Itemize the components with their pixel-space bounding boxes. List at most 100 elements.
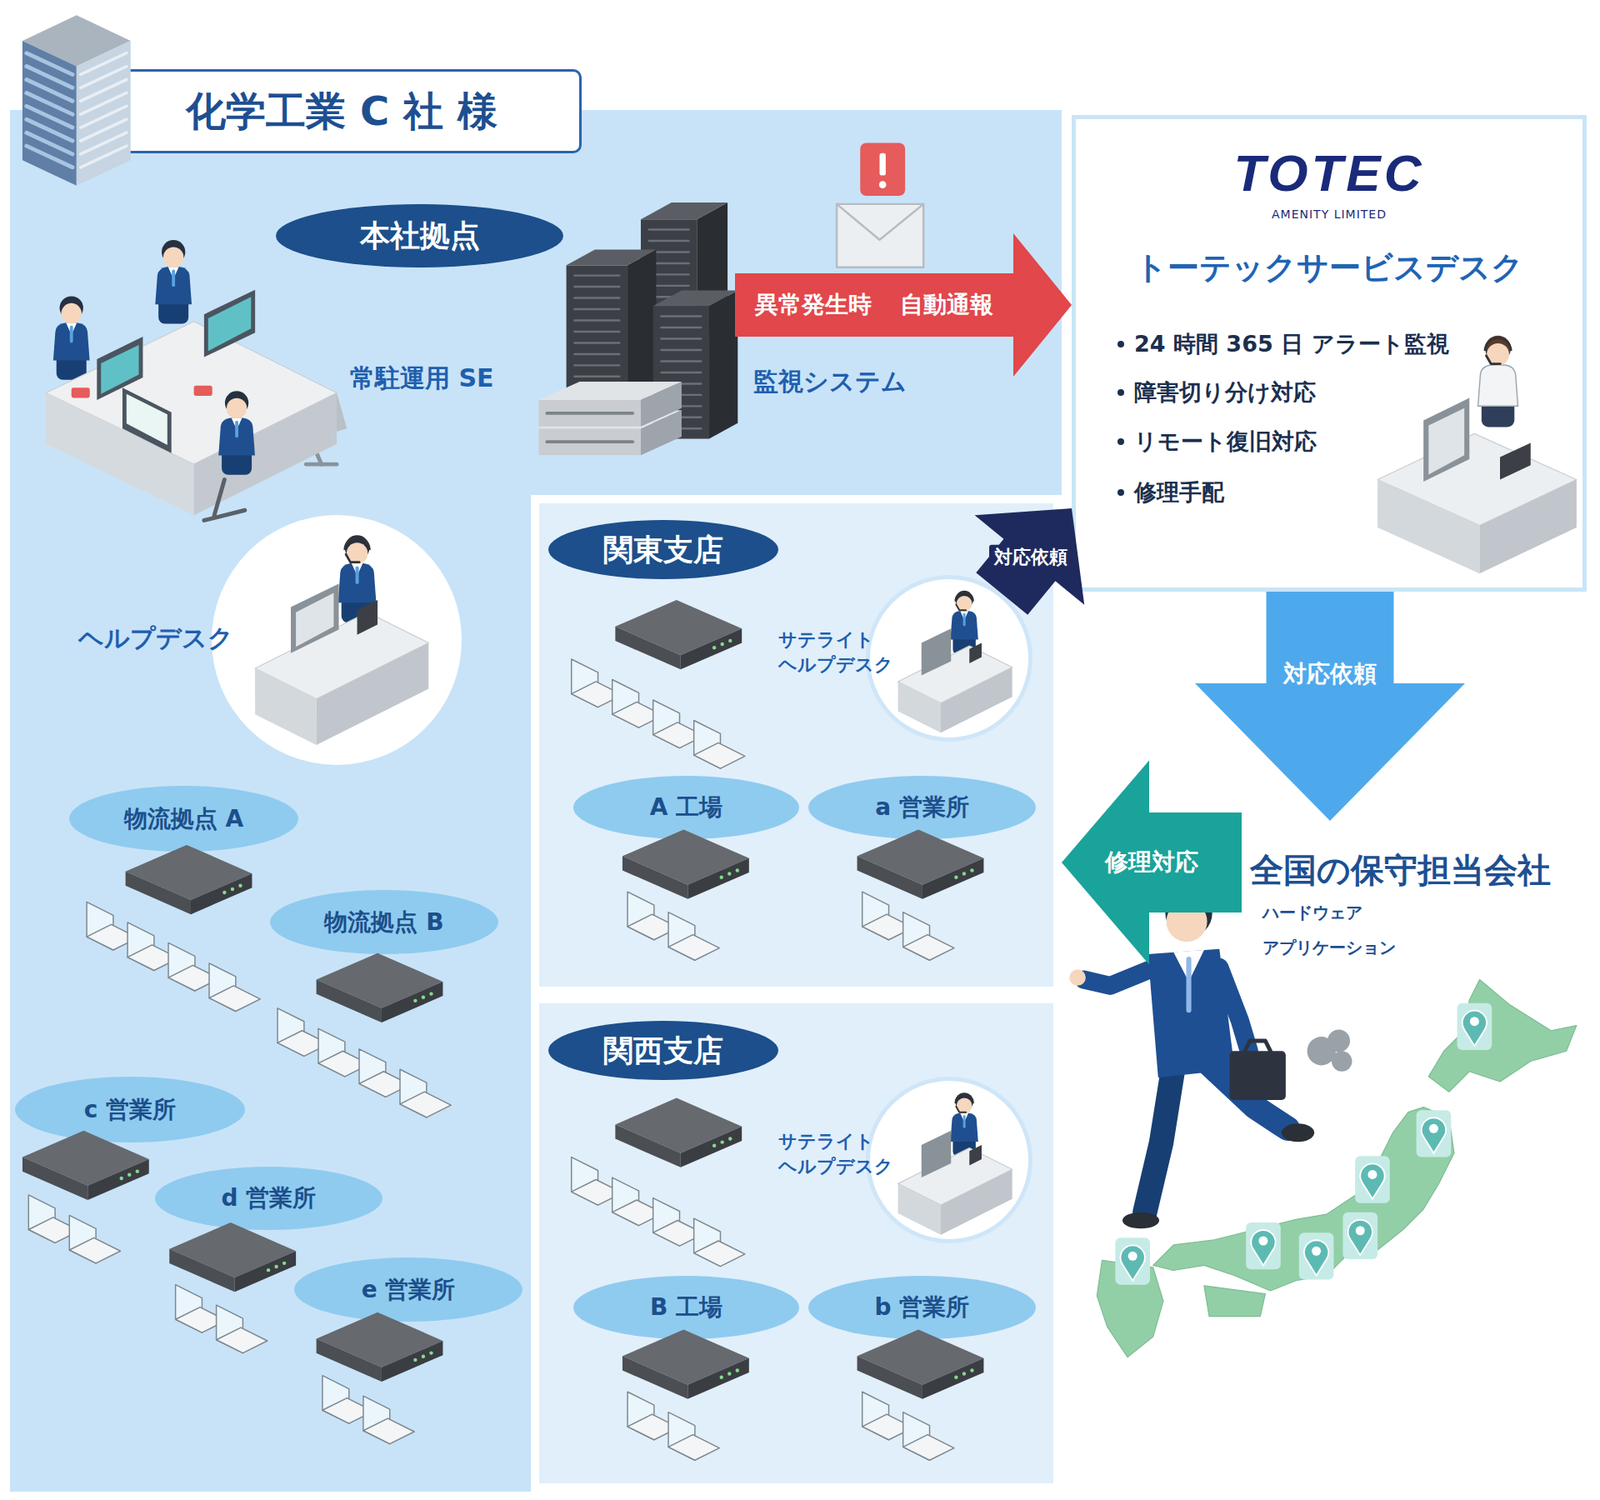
network-switch-side	[687, 1358, 749, 1400]
connector-arrow	[1061, 760, 1242, 965]
server-slot	[660, 427, 701, 430]
edge-label-holder: 対応依頼	[1278, 658, 1382, 690]
person-hair	[345, 535, 370, 560]
person-arm	[1219, 967, 1250, 1051]
map-pin	[1421, 1117, 1446, 1153]
status-led	[720, 1140, 724, 1144]
network-switch-top	[316, 1312, 444, 1368]
monitor	[921, 1130, 952, 1178]
server-slot	[649, 273, 690, 275]
server-slot	[574, 308, 620, 310]
chair-seat	[295, 392, 347, 441]
network-switch-side	[615, 1124, 680, 1167]
server-slot	[574, 386, 620, 389]
site-ellipse: a 営業所	[808, 775, 1036, 840]
envelope	[836, 204, 924, 268]
text-holder: ハードウェア	[1262, 902, 1363, 923]
envelope-flap	[836, 204, 924, 240]
server-slot	[649, 318, 690, 320]
site-ellipse: e 営業所	[294, 1257, 523, 1322]
laptop-screen	[627, 891, 655, 940]
network-switch-side	[922, 1358, 984, 1400]
map-pin	[1250, 1230, 1275, 1265]
laptop-base	[318, 1050, 370, 1077]
monitor	[96, 336, 143, 400]
map-pin	[1462, 1010, 1487, 1046]
text-holder: TOTEC	[1075, 142, 1583, 205]
person-tie	[1185, 959, 1191, 1010]
network-switch-top	[622, 830, 750, 885]
site-ellipse: B 工場	[573, 1275, 800, 1340]
laptop-base	[668, 935, 720, 961]
laptop-base	[216, 1327, 268, 1354]
desk-side	[255, 668, 316, 745]
helpdesk-circle: ヘルプデスク	[211, 515, 462, 765]
building-window	[26, 53, 73, 75]
headset	[1485, 338, 1511, 351]
server-slot	[649, 250, 690, 253]
network-switch-side	[235, 1250, 296, 1292]
branch-panel: 関東支店サテライト ヘルプデスクA 工場a 営業所	[530, 495, 1062, 995]
person-figure	[1478, 335, 1519, 428]
monitor-screen	[208, 296, 251, 351]
laptop-base	[400, 1091, 451, 1118]
monitor-screen	[295, 592, 334, 647]
status-led	[282, 1261, 286, 1265]
laptop-base	[571, 681, 623, 708]
map-pin-dot	[1470, 1016, 1480, 1026]
map-pin-dot	[1311, 1246, 1321, 1256]
server-slot	[574, 319, 620, 321]
laptop-screen	[653, 1198, 680, 1247]
status-led	[413, 1358, 417, 1362]
map-island	[1096, 1260, 1164, 1357]
server-unit	[539, 400, 641, 427]
laptop-base	[653, 1220, 705, 1247]
node-text: サテライト ヘルプデスク	[778, 627, 900, 677]
map-pin	[1120, 1245, 1145, 1280]
text-holder: a 営業所	[808, 775, 1036, 840]
text-holder: A 工場	[573, 775, 800, 840]
server-unit-top	[539, 381, 682, 400]
status-led	[970, 1368, 974, 1372]
satellite-helpdesk-circle: サテライト ヘルプデスク	[865, 1076, 1033, 1244]
monitor	[122, 387, 172, 453]
illustration-group	[22, 15, 1577, 1460]
server-rack-top	[653, 290, 739, 306]
desk-top	[898, 1148, 1013, 1206]
status-led	[429, 991, 433, 995]
person-figure	[155, 240, 192, 324]
text-holder: 物流拠点 A	[69, 785, 299, 852]
computer-case	[969, 642, 982, 663]
building-window	[80, 53, 127, 75]
service-desk-title: トーテックサービスデスク	[1135, 249, 1524, 288]
laptop-base	[627, 914, 679, 940]
person-shirt	[351, 563, 363, 576]
monitor	[290, 583, 340, 653]
server-slot	[649, 240, 690, 242]
person-torso	[950, 610, 978, 640]
building-window	[26, 92, 73, 115]
person-leg	[1145, 1066, 1174, 1213]
network-switch-side	[622, 1355, 688, 1399]
person-legs	[341, 595, 374, 623]
laptop-screen	[571, 1157, 599, 1206]
map-pin-dot	[1429, 1124, 1439, 1134]
briefcase	[1230, 1050, 1286, 1100]
network-switch-top	[615, 600, 742, 655]
desk-side	[898, 1183, 941, 1235]
desk-side	[1480, 480, 1577, 575]
connector-arrow	[735, 233, 1072, 377]
person-legs	[158, 298, 189, 325]
server-slot	[574, 330, 620, 333]
server-slot	[660, 337, 701, 340]
headset	[955, 592, 974, 602]
text-holder: トーテックサービスデスク	[1075, 249, 1583, 288]
network-switch-side	[381, 1340, 443, 1382]
person-legs	[952, 635, 975, 655]
alert-mark	[880, 153, 886, 176]
node-text: A 工場	[650, 793, 723, 822]
text-holder: AMENITY LIMITED	[1075, 205, 1583, 222]
desk-top	[45, 321, 337, 465]
building-roof	[22, 15, 131, 66]
laptop-base	[363, 1418, 415, 1445]
